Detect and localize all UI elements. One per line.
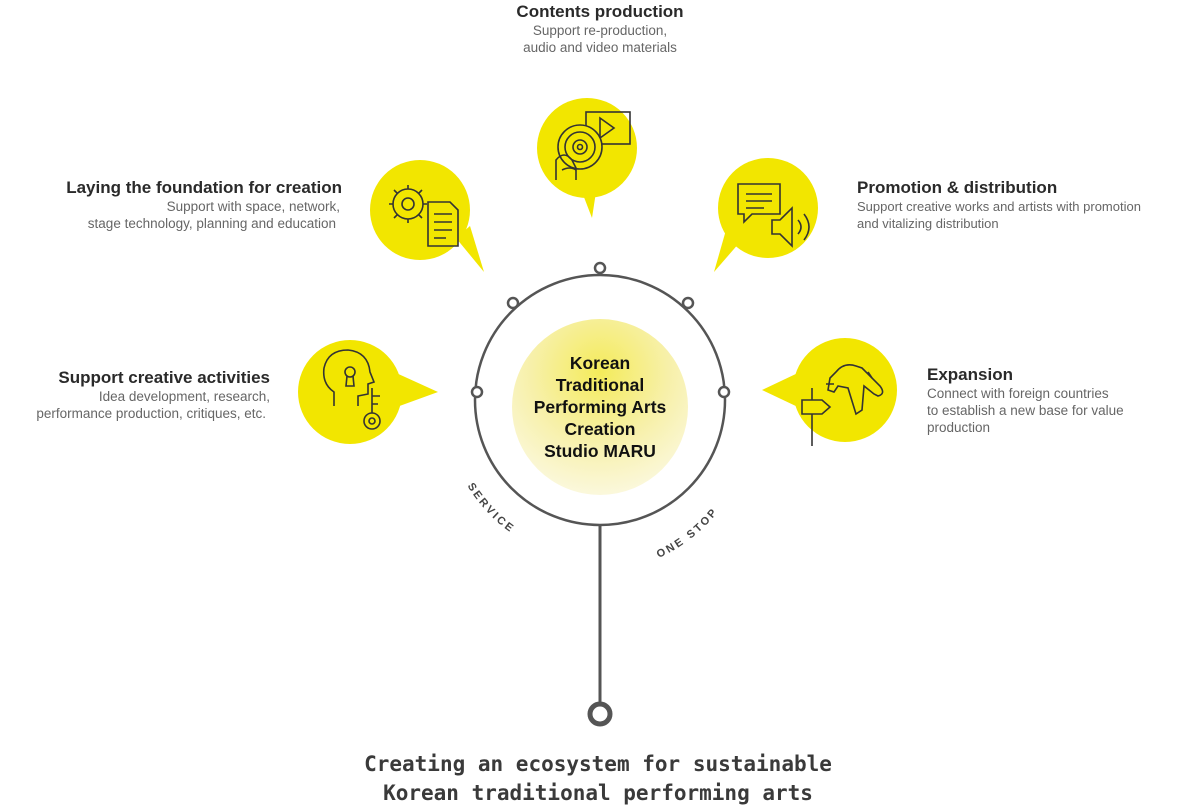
- hub-line: Performing Arts: [533, 397, 667, 417]
- footer-line: Korean traditional performing arts: [383, 781, 813, 805]
- head-key-icon: [322, 349, 381, 430]
- disc-video-icon: [555, 111, 631, 180]
- hub-line: Korean: [569, 353, 631, 373]
- node-desc-line: Support with space, network,: [166, 199, 340, 214]
- bubble-expansion: [762, 338, 897, 442]
- node-title: Expansion: [927, 365, 1013, 384]
- node-promotion: Promotion & distribution Support creativ…: [857, 178, 1193, 232]
- node-contents: Contents production Support re-productio…: [400, 2, 800, 56]
- hub: Korean Traditional Performing Arts Creat…: [513, 320, 687, 494]
- ring-node-right: [717, 385, 731, 399]
- node-desc-line: audio and video materials: [523, 40, 677, 55]
- node-creative: Support creative activities Idea develop…: [4, 368, 270, 422]
- node-title: Laying the foundation for creation: [66, 178, 342, 197]
- node-desc-line: Support re-production,: [532, 23, 668, 38]
- ring-label-one-stop-text: ONE STOP: [655, 505, 719, 560]
- hub-line: Studio MARU: [544, 441, 656, 461]
- node-desc-line: Idea development, research,: [98, 389, 270, 404]
- ring-node-upper-right: [681, 296, 695, 310]
- stem-end-node: [587, 701, 613, 727]
- outer-ring: [473, 273, 727, 527]
- node-desc-line: Support creative works and artists with …: [857, 199, 1141, 214]
- node-desc-line: to establish a new base for value: [927, 403, 1124, 418]
- node-foundation: Laying the foundation for creation Suppo…: [20, 178, 342, 232]
- node-desc-line: production: [927, 420, 991, 435]
- ring-label-one-stop: ONE STOP: [655, 505, 721, 560]
- ring-node-upper-left: [506, 296, 520, 310]
- hub-line: Creation: [564, 419, 636, 439]
- ring-node-left: [470, 385, 484, 399]
- ring-label-service-text: SERVICE: [465, 481, 515, 536]
- node-desc-line: and vitalizing distribution: [857, 216, 999, 231]
- footer-line: Creating an ecosystem for sustainable: [364, 752, 832, 776]
- node-desc-line: stage technology, planning and education: [87, 216, 336, 231]
- node-title: Contents production: [516, 2, 684, 21]
- node-title: Support creative activities: [58, 368, 270, 387]
- hub-circle: [512, 319, 688, 495]
- chat-speaker-icon: [737, 183, 810, 248]
- ring-label-service: SERVICE: [465, 481, 517, 536]
- hub-title: Korean Traditional Performing Arts Creat…: [534, 352, 667, 462]
- node-desc-line: performance production, critiques, etc.: [36, 406, 266, 421]
- gear-document-icon: [389, 185, 459, 247]
- node-title: Promotion & distribution: [857, 178, 1058, 197]
- node-expansion: Expansion Connect with foreign countries…: [927, 365, 1187, 436]
- ring-node-top: [593, 261, 607, 275]
- airplane-signpost-icon: [801, 364, 884, 446]
- hub-line: Traditional: [555, 375, 645, 395]
- node-desc-line: Connect with foreign countries: [927, 386, 1109, 401]
- footer-caption: Creating an ecosystem for sustainable Ko…: [298, 750, 898, 808]
- bubble-foundation: [370, 160, 484, 272]
- bubble-promotion: [714, 158, 818, 272]
